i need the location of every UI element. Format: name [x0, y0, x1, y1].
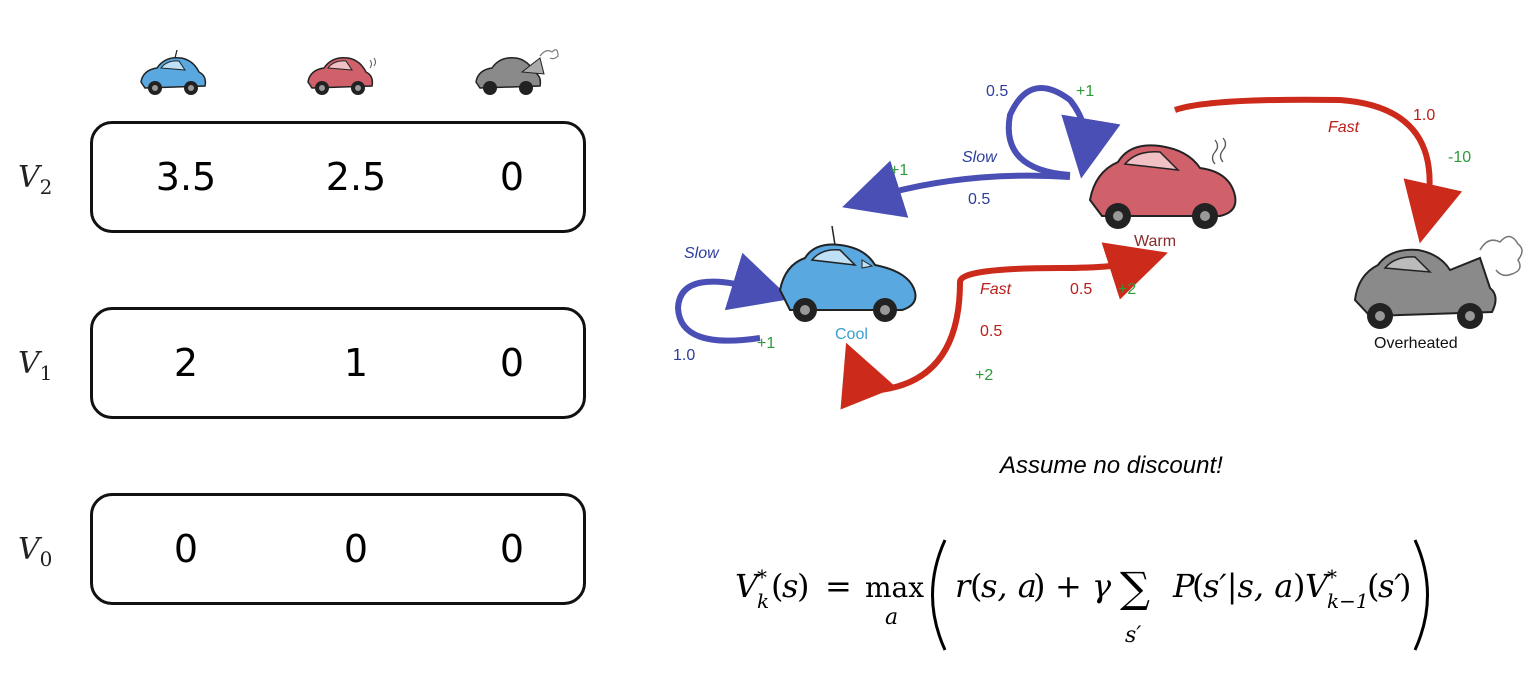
svg-text:P: P — [1172, 567, 1195, 605]
warm-slow-to-cool-reward-label: +1 — [890, 162, 909, 179]
overheated-car-icon — [1353, 235, 1523, 329]
svg-text:): ) — [1033, 567, 1045, 605]
v0-warm-value: 0 — [343, 527, 369, 571]
cool-car-icon — [778, 225, 917, 322]
v1-label: V1 — [18, 346, 53, 385]
v0-label: V0 — [18, 532, 53, 571]
svg-text:(: ( — [1192, 567, 1204, 605]
cool-fast-to-warm-reward-label: +2 — [1118, 281, 1137, 298]
v2-label: V2 — [18, 160, 53, 199]
warm-slow-self-arrow — [1005, 85, 1121, 179]
v2-warm-value: 2.5 — [325, 155, 387, 199]
svg-text:r: r — [955, 567, 972, 605]
svg-text:max: max — [865, 571, 924, 604]
v1-warm-value: 1 — [343, 341, 369, 385]
v1-cool-value: 2 — [173, 341, 199, 385]
v2-overheated-value: 0 — [499, 155, 525, 199]
cool-fast-action-label: Fast — [980, 281, 1012, 298]
svg-text:): ) — [797, 567, 809, 605]
v1-row: 2 1 0 — [90, 307, 586, 419]
svg-text:s, a: s, a — [981, 567, 1037, 605]
cool-slow-prob-label: 1.0 — [673, 347, 696, 364]
svg-text:k: k — [757, 589, 769, 613]
svg-text:): ) — [1399, 567, 1411, 605]
v0-cool-value: 0 — [173, 527, 199, 571]
warm-fast-to-overheated-arrow — [1174, 96, 1463, 244]
v1-overheated-value: 0 — [499, 341, 525, 385]
svg-text:+: + — [1055, 567, 1082, 605]
cool-slow-self-arrow — [674, 252, 791, 344]
cool-slow-reward-label: +1 — [757, 335, 776, 352]
svg-text:a: a — [885, 605, 898, 630]
warm-fast-prob-label: 1.0 — [1413, 107, 1436, 124]
discount-note: Assume no discount! — [1000, 452, 1223, 479]
svg-text:*: * — [1327, 565, 1337, 589]
warm-car-icon — [1088, 137, 1237, 229]
overheated-car-icon — [475, 49, 559, 95]
svg-text:s′: s′ — [1378, 567, 1402, 605]
mdp-diagram — [674, 85, 1523, 410]
warm-slow-self-prob-label: 0.5 — [986, 83, 1009, 100]
v2-row: 3.5 2.5 0 — [90, 121, 586, 233]
svg-text:(: ( — [1367, 567, 1379, 605]
value-iteration-formula: V * k ( s ) = max a r ( s, a ) + γ ∑ s′ … — [735, 539, 1429, 651]
svg-text:=: = — [825, 567, 852, 605]
svg-text:): ) — [1293, 567, 1305, 605]
svg-text:V: V — [735, 567, 761, 605]
v0-row: 0 0 0 — [90, 493, 586, 605]
svg-text:s′: s′ — [1125, 623, 1141, 648]
svg-text:∑: ∑ — [1120, 563, 1150, 612]
warm-state-label: Warm — [1134, 233, 1177, 250]
warm-slow-self-reward-label: +1 — [1076, 83, 1095, 100]
svg-text:γ: γ — [1092, 567, 1112, 605]
warm-fast-reward-label: -10 — [1448, 149, 1472, 166]
cool-fast-self-arrow — [840, 281, 963, 410]
svg-text:(: ( — [970, 567, 982, 605]
svg-text:(: ( — [771, 567, 783, 605]
cool-slow-action-label: Slow — [684, 245, 719, 262]
cool-state-label: Cool — [835, 326, 868, 343]
v2-cool-value: 3.5 — [155, 155, 217, 199]
warm-fast-action-label: Fast — [1328, 119, 1360, 136]
svg-text:V: V — [1305, 567, 1331, 605]
warm-car-icon — [307, 56, 376, 95]
warm-slow-to-cool-arrow — [842, 160, 1071, 218]
cool-car-icon — [140, 50, 207, 95]
warm-slow-to-cool-prob-label: 0.5 — [968, 191, 991, 208]
v0-overheated-value: 0 — [499, 527, 525, 571]
cool-fast-self-prob-label: 0.5 — [980, 323, 1003, 340]
cool-fast-to-warm-prob-label: 0.5 — [1070, 281, 1093, 298]
cool-fast-self-reward-label: +2 — [975, 367, 994, 384]
cool-fast-to-warm-arrow — [957, 242, 1168, 300]
svg-text:k−1: k−1 — [1327, 589, 1369, 613]
svg-text:s: s — [782, 567, 798, 605]
svg-text:*: * — [757, 565, 767, 589]
svg-text:s′|s, a: s′|s, a — [1203, 567, 1293, 605]
overheated-state-label: Overheated — [1374, 335, 1458, 352]
warm-slow-action-label: Slow — [962, 149, 997, 166]
